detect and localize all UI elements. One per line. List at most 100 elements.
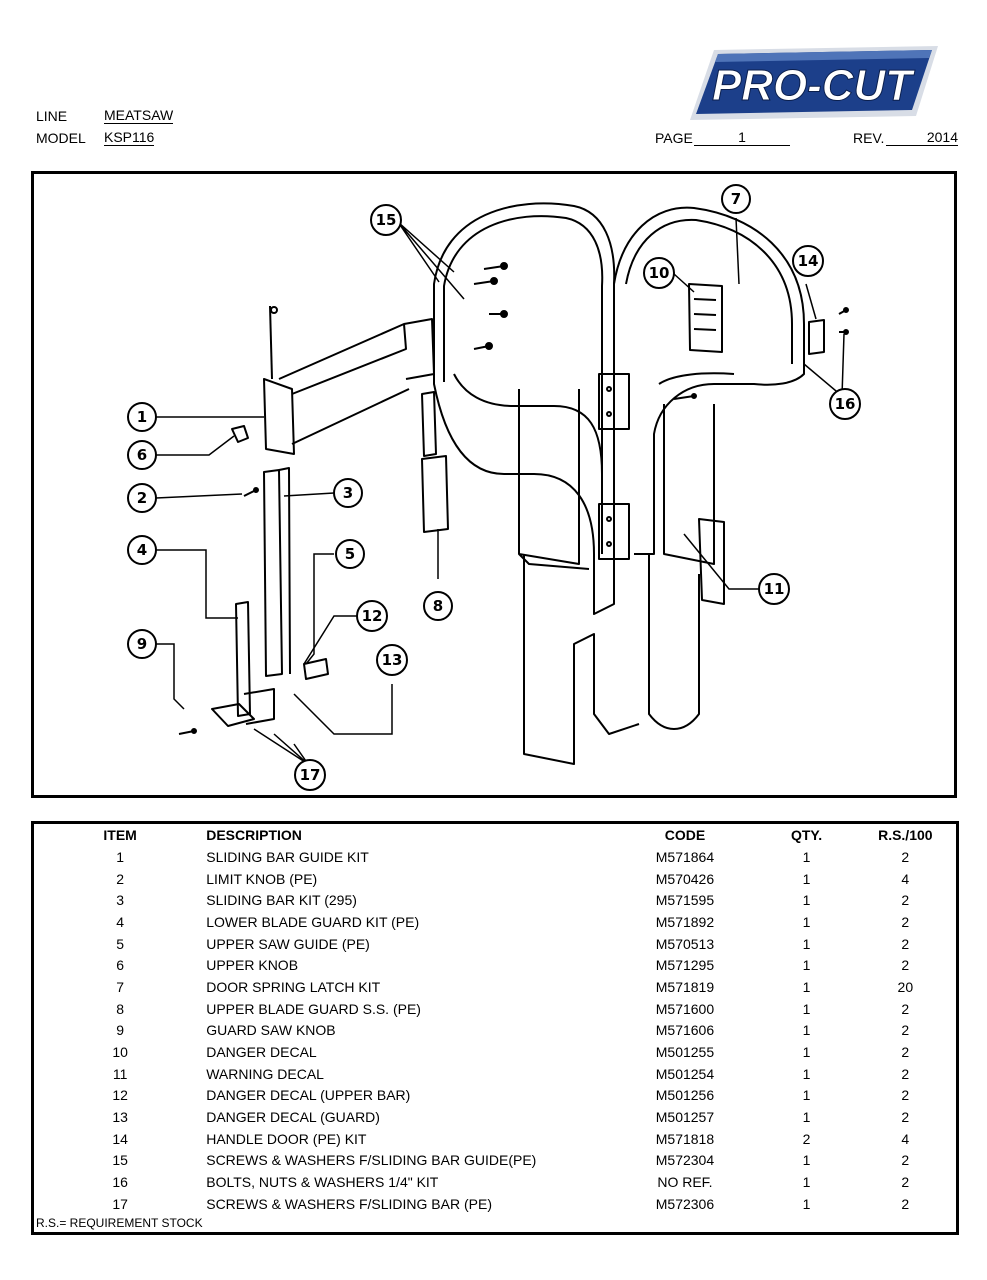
- table-row: 15 SCREWS & WASHERS F/SLIDING BAR GUIDE(P…: [34, 1150, 956, 1172]
- cell-code: M501254: [655, 1065, 715, 1082]
- svg-text:10: 10: [649, 264, 670, 282]
- svg-text:14: 14: [798, 252, 819, 270]
- cell-item: 17: [112, 1195, 128, 1212]
- cell-description: WARNING DECAL: [206, 1065, 324, 1082]
- cell-description: SCREWS & WASHERS F/SLIDING BAR GUIDE(PE): [206, 1152, 537, 1169]
- svg-text:6: 6: [137, 446, 147, 464]
- page-label: PAGE: [655, 130, 693, 146]
- cell-code: M571595: [655, 892, 715, 909]
- callout-8: 8: [423, 591, 453, 621]
- cell-rs: 2: [901, 1000, 910, 1017]
- cell-code: M571295: [655, 957, 715, 974]
- cell-item: 15: [112, 1152, 128, 1169]
- cell-rs: 2: [901, 848, 910, 865]
- cell-code: M571864: [655, 848, 715, 865]
- header-item: ITEM: [103, 827, 137, 843]
- exploded-parts-diagram: 1 6 2 3 4 5 9 12 13 8 11 15 7 10 14 16 1…: [31, 171, 957, 798]
- svg-text:17: 17: [300, 766, 321, 784]
- svg-text:16: 16: [835, 395, 856, 413]
- svg-text:15: 15: [376, 211, 397, 229]
- cell-item: 12: [112, 1087, 128, 1104]
- cell-code: M571892: [655, 913, 715, 930]
- page-value: 1: [694, 130, 790, 146]
- cell-description: LIMIT KNOB (PE): [206, 870, 318, 887]
- svg-text:8: 8: [433, 597, 443, 615]
- cell-code: M501255: [655, 1044, 715, 1061]
- cell-description: SLIDING BAR GUIDE KIT: [206, 848, 369, 865]
- model-value: KSP116: [104, 129, 155, 146]
- svg-text:12: 12: [362, 607, 383, 625]
- rev-value: 2014: [886, 130, 958, 146]
- model-label: MODEL: [36, 130, 86, 146]
- cell-rs: 2: [901, 1022, 910, 1039]
- cell-code: NO REF.: [657, 1174, 713, 1191]
- cell-item: 2: [116, 870, 125, 887]
- line-label: LINE: [36, 108, 68, 124]
- cell-code: M501257: [655, 1109, 715, 1126]
- cell-item: 6: [116, 957, 125, 974]
- cell-qty: 1: [802, 1044, 811, 1061]
- cell-qty: 2: [802, 1130, 811, 1147]
- header-qty: QTY.: [790, 827, 823, 843]
- callout-14: 14: [792, 245, 824, 277]
- cell-qty: 1: [802, 870, 811, 887]
- svg-text:1: 1: [137, 408, 147, 426]
- cell-description: UPPER BLADE GUARD S.S. (PE): [206, 1000, 421, 1017]
- svg-text:11: 11: [764, 580, 785, 598]
- cell-rs: 2: [901, 1174, 910, 1191]
- cell-description: LOWER BLADE GUARD KIT (PE): [206, 913, 420, 930]
- cell-rs: 4: [901, 870, 910, 887]
- callouts: 1 6 2 3 4 5 9 12 13 8 11 15 7 10 14 16 1…: [127, 184, 861, 791]
- cell-qty: 1: [802, 1000, 811, 1017]
- table-header-row: ITEM DESCRIPTION CODE QTY. R.S./100: [34, 824, 956, 846]
- cell-qty: 1: [802, 1022, 811, 1039]
- cell-item: 16: [112, 1174, 128, 1191]
- cell-rs: 2: [901, 1152, 910, 1169]
- cell-item: 10: [112, 1044, 128, 1061]
- table-row: 3 SLIDING BAR KIT (295) M571595 1 2: [34, 889, 956, 911]
- cell-code: M571819: [655, 978, 715, 995]
- cell-qty: 1: [802, 935, 811, 952]
- cell-rs: 2: [901, 1195, 910, 1212]
- cell-description: SLIDING BAR KIT (295): [206, 892, 357, 909]
- header-description: DESCRIPTION: [206, 827, 302, 843]
- cell-qty: 1: [802, 957, 811, 974]
- cell-qty: 1: [802, 1152, 811, 1169]
- cell-qty: 1: [802, 892, 811, 909]
- cell-qty: 1: [802, 1087, 811, 1104]
- cell-item: 5: [116, 935, 125, 952]
- svg-text:2: 2: [137, 489, 147, 507]
- diagram-svg: 1 6 2 3 4 5 9 12 13 8 11 15 7 10 14 16 1…: [127, 184, 861, 791]
- cell-item: 3: [116, 892, 125, 909]
- svg-text:9: 9: [137, 635, 147, 653]
- cell-code: M572306: [655, 1195, 715, 1212]
- callout-2: 2: [127, 483, 157, 513]
- cell-description: DANGER DECAL (UPPER BAR): [206, 1087, 411, 1104]
- header-rs: R.S./100: [878, 827, 933, 843]
- cell-rs: 2: [901, 1109, 910, 1126]
- cell-rs: 2: [901, 892, 910, 909]
- cell-item: 9: [116, 1022, 125, 1039]
- cell-qty: 1: [802, 848, 811, 865]
- cell-rs: 2: [901, 1087, 910, 1104]
- cell-rs: 2: [901, 1065, 910, 1082]
- cell-description: UPPER SAW GUIDE (PE): [206, 935, 370, 952]
- callout-5: 5: [335, 539, 365, 569]
- cell-qty: 1: [802, 1065, 811, 1082]
- callout-12: 12: [356, 600, 388, 632]
- cell-item: 13: [112, 1109, 128, 1126]
- pro-cut-logo: PRO-CUT: [688, 44, 942, 122]
- cell-description: DOOR SPRING LATCH KIT: [206, 978, 381, 995]
- cell-code: M501256: [655, 1087, 715, 1104]
- callout-17: 17: [294, 759, 326, 791]
